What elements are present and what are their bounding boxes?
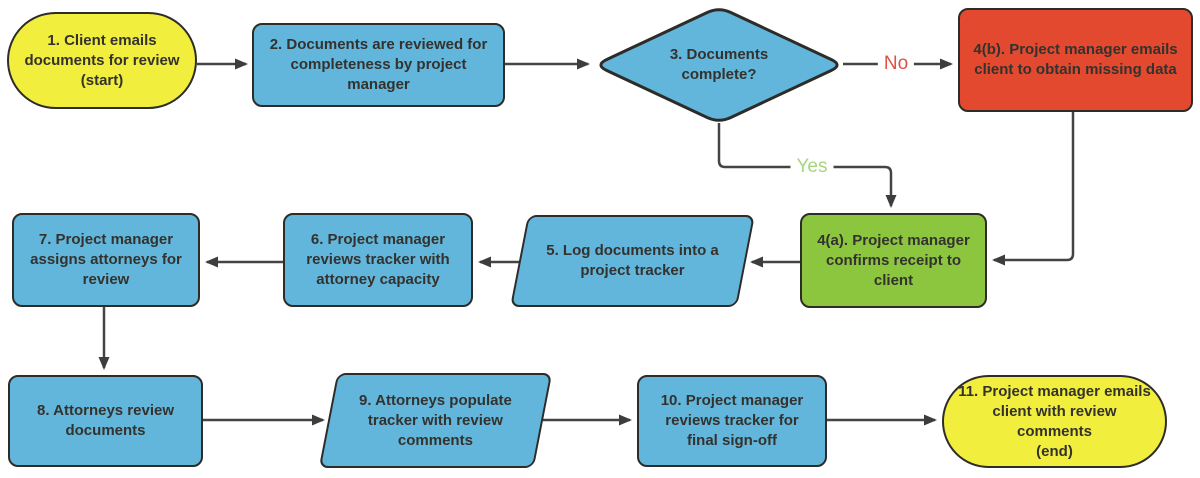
edge-label-no: No xyxy=(877,53,915,75)
node-attorneys-review-label: 8. Attorneys review documents xyxy=(37,402,174,439)
node-end-label: 11. Project manager emails client with r… xyxy=(958,382,1151,460)
node-confirm-receipt-label: 4(a). Project manager confirms receipt t… xyxy=(817,231,970,289)
node-final-signoff: 10. Project manager reviews tracker for … xyxy=(637,375,827,467)
node-start: 1. Client emails documents for review (s… xyxy=(7,12,197,109)
node-documents-complete-label: 3. Documents complete? xyxy=(669,46,769,83)
node-review-capacity-label: 6. Project manager reviews tracker with … xyxy=(306,231,450,288)
node-email-missing-data: 4(b). Project manager emails client to o… xyxy=(958,8,1193,112)
node-review-completeness: 2. Documents are reviewed for completene… xyxy=(252,23,505,107)
node-documents-complete: 3. Documents complete? xyxy=(619,37,819,93)
node-populate-tracker: 9. Attorneys populate tracker with revie… xyxy=(318,373,553,468)
node-review-capacity: 6. Project manager reviews tracker with … xyxy=(283,213,473,307)
node-assign-attorneys: 7. Project manager assigns attorneys for… xyxy=(12,213,200,307)
node-final-signoff-label: 10. Project manager reviews tracker for … xyxy=(660,392,804,449)
node-review-completeness-label: 2. Documents are reviewed for completene… xyxy=(269,36,488,93)
node-assign-attorneys-label: 7. Project manager assigns attorneys for… xyxy=(30,231,182,288)
node-log-documents-label: 5. Log documents into a project tracker xyxy=(546,242,719,279)
node-start-label: 1. Client emails documents for review (s… xyxy=(24,31,180,89)
node-populate-tracker-label: 9. Attorneys populate tracker with revie… xyxy=(359,391,512,449)
edge-4b-to-4a xyxy=(992,112,1075,266)
node-documents-complete-diamond xyxy=(599,8,839,122)
node-end: 11. Project manager emails client with r… xyxy=(942,375,1167,468)
edge-label-yes: Yes xyxy=(790,156,834,178)
node-log-documents: 5. Log documents into a project tracker xyxy=(510,215,755,307)
node-attorneys-review: 8. Attorneys review documents xyxy=(8,375,203,467)
node-email-missing-data-label: 4(b). Project manager emails client to o… xyxy=(973,41,1178,78)
node-confirm-receipt: 4(a). Project manager confirms receipt t… xyxy=(800,213,987,308)
